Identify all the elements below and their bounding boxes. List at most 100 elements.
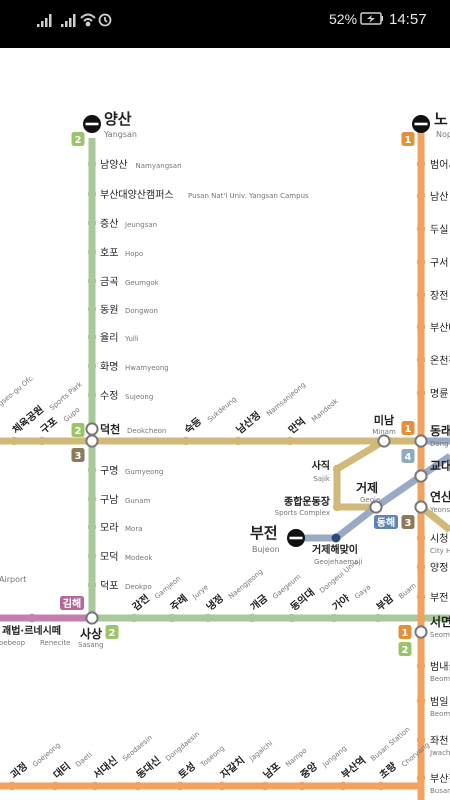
badge-line2-deokcheon-label: 2: [75, 426, 82, 437]
station-name-ko: 동대신: [134, 754, 164, 782]
badge-line2-yangsan-label: 2: [75, 135, 82, 146]
station-name-ko: 대티: [51, 760, 73, 782]
station-name-ko: 동래: [430, 423, 450, 438]
station-name-ko: 동원: [100, 304, 118, 316]
station-dot: [416, 735, 426, 745]
terminal-yangsan-en: Yangsan: [103, 130, 137, 139]
station-dot: [416, 224, 426, 234]
station-name-en: Hopo: [125, 250, 143, 258]
station-dot: [416, 257, 426, 267]
station-sasang-transfer: [85, 611, 99, 625]
station-name-ko: 가야: [330, 591, 353, 613]
badge-line2-sasang-label: 2: [109, 628, 116, 639]
station-name-ko: 미남: [374, 413, 394, 427]
station-name-en: Namyangsan: [136, 162, 182, 170]
station-dot: [90, 781, 100, 791]
badge-line4-dongnae-label: 4: [405, 452, 412, 463]
station-hopo-dot: [87, 247, 97, 257]
station-dot: [416, 773, 426, 783]
station-name-ko: 연산: [430, 489, 450, 504]
station-dot: [181, 436, 191, 446]
terminal-yangsan-name: 양산: [104, 110, 132, 128]
station-sportscomplex-dot: [332, 502, 342, 512]
station-name-en: Choryang: [400, 741, 431, 769]
station-name-ko: 구명: [100, 465, 118, 477]
station-geumgok-dot: [87, 276, 97, 286]
badge-line1-seomyeon-label: 1: [402, 628, 409, 639]
station-minam-transfer: [377, 434, 391, 448]
station-mora-dot: [87, 522, 97, 532]
station-name-en: Jwach: [429, 749, 450, 757]
station-dot: [297, 781, 307, 791]
wifi-icon: [80, 13, 96, 27]
station-name-ko: 부산역: [339, 754, 369, 782]
badge-donghae-geoje: [374, 515, 398, 529]
station-name-ko: 부산대양산캠퍼스: [100, 189, 174, 201]
badge-line2-yangsan: [71, 132, 85, 146]
station-name-ko: 범어사: [430, 159, 450, 171]
station-name-en: Sasang: [78, 641, 104, 649]
station-pusannatlunivyangsancampus-dot: [87, 189, 97, 199]
station-name-ko: 증산: [100, 218, 118, 230]
station-dot: [217, 781, 227, 791]
clock-time: 14:57: [389, 11, 427, 28]
station-name-en: Sujeong: [125, 393, 153, 401]
station-name-en: Daeti: [74, 751, 93, 769]
station-name-en: Beom: [430, 710, 450, 718]
station-name-en: Buam: [397, 581, 418, 600]
station-name-en: Jeungsan: [124, 221, 157, 229]
station-dot: [247, 613, 257, 623]
station-name-en: Gumyeong: [125, 468, 163, 476]
status-icons: [37, 12, 383, 27]
station-name-ko: 사상: [80, 626, 102, 641]
station-name-ko: 서대신: [91, 754, 121, 782]
battery-percent: 52%: [329, 11, 358, 27]
station-name-en: Pusan Nat'l Univ. Yangsan Campus: [188, 192, 309, 200]
station-name-en: Namsanjeong: [265, 381, 307, 418]
station-name-ko: 거제: [356, 480, 378, 495]
station-name-ko: 남양산: [100, 159, 128, 171]
station-name-en: Seom: [430, 631, 450, 639]
station-dot: [416, 562, 426, 572]
station-dot: [416, 159, 426, 169]
station-name-en: Mandeok: [310, 397, 340, 424]
station-dot: [416, 355, 426, 365]
station-dot: [373, 613, 383, 623]
terminal-yangsan-icon-bar: [85, 122, 99, 126]
station-name-ko: 개금: [248, 592, 270, 614]
station-name-en: Renecite: [40, 639, 70, 647]
station-name-en: Busan: [430, 787, 450, 795]
station-fragment-en: angseo-gu Ofc.: [0, 373, 36, 413]
station-name-ko: 만덕: [286, 415, 308, 437]
badge-line1-dongnae-label: 1: [405, 424, 412, 435]
terminal-bujeon-name: 부전: [250, 524, 278, 542]
station-name-ko: 호포: [100, 247, 118, 259]
signal-icon: [61, 14, 76, 27]
station-dot: [287, 613, 297, 623]
station-name-en: Modeok: [125, 554, 153, 562]
badge-line1-nopo-label: 1: [405, 135, 412, 146]
badge-line3-geoje-label: 3: [405, 518, 412, 529]
station-name-en: oebeop: [0, 639, 26, 647]
station-dot: [416, 592, 426, 602]
station-dongwon-dot: [87, 304, 97, 314]
badge-line2-seomyeon: [398, 642, 412, 656]
station-name-ko: 사직: [312, 459, 330, 472]
station-yulli-dot: [87, 332, 97, 342]
station-name-ko: 온천장: [430, 355, 450, 367]
badge-line3-geoje: [401, 515, 415, 529]
station-name-ko: 덕천: [100, 422, 120, 436]
station-name-ko: 부산대: [430, 322, 450, 334]
station-name-en: Jungang: [320, 744, 348, 769]
station-name-en: Dong: [430, 440, 449, 448]
station-name-ko: 양정: [430, 562, 448, 574]
station-name-ko: 교대: [430, 459, 450, 473]
station-name-en: Deokcheon: [127, 427, 166, 435]
station-gumyeong-dot: [87, 465, 97, 475]
station-jeungsan-dot: [87, 218, 97, 228]
station-dot: [233, 436, 243, 446]
station-dot: [129, 613, 139, 623]
station-dot: [416, 661, 426, 671]
station-name-en: Jagalchi: [247, 739, 274, 763]
